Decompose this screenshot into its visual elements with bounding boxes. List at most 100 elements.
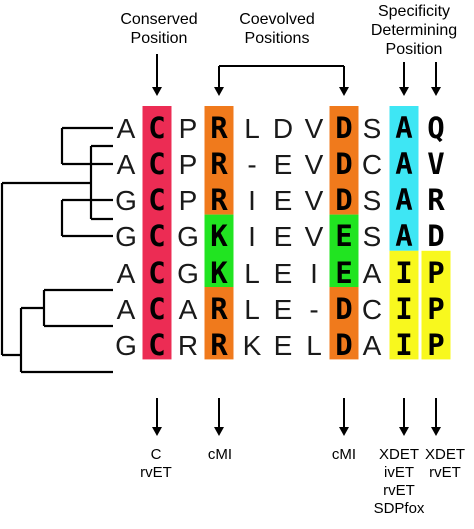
- arrow-bottom-coevolved-right-head: [339, 427, 349, 436]
- residue-r1-c7: V: [305, 113, 324, 144]
- residue-r4-c8: E: [335, 219, 352, 253]
- residue-r7-c3: R: [178, 330, 198, 361]
- residue-r5-c1: A: [117, 258, 136, 289]
- sdp-cyan-block-0: [389, 106, 419, 251]
- footer-conserved-line1: C: [150, 446, 162, 463]
- residue-r7-c1: G: [115, 330, 137, 361]
- coevolved-green-left-block-0: [204, 214, 234, 287]
- residue-r2-c6: E: [274, 149, 293, 180]
- residue-r5-c5: L: [244, 258, 260, 289]
- coevolved-green-right-block-0: [329, 214, 359, 287]
- sdp-yellow-b-block-0: [421, 250, 451, 360]
- residue-r5-c9: A: [363, 258, 382, 289]
- footer-cmi-left: cMI: [195, 446, 245, 464]
- residue-r4-c5: I: [248, 221, 256, 252]
- residue-r4-c10: A: [395, 219, 412, 253]
- footer-sdp-right: XDET rvET: [418, 446, 472, 482]
- residue-r2-c9: C: [362, 149, 382, 180]
- arrow-top-coevolved-left-head: [214, 87, 224, 96]
- residue-r5-c10: I: [395, 256, 412, 290]
- residue-r5-c6: E: [274, 258, 293, 289]
- arrow-bottom-conserved-head: [152, 427, 162, 436]
- residue-r6-c6: E: [274, 294, 293, 325]
- coevolved-orange-right-block-0: [329, 106, 359, 215]
- residue-r6-c2: C: [148, 292, 165, 326]
- residue-r6-c4: R: [210, 292, 228, 326]
- footer-conserved-line2: rvET: [140, 464, 172, 481]
- residue-r1-c5: L: [244, 113, 260, 144]
- coevolved-orange-left-block-0: [204, 106, 234, 215]
- conserved-position-label: Conserved Position: [120, 11, 198, 47]
- residue-r5-c4: K: [210, 256, 228, 290]
- residue-r4-c11: D: [427, 219, 444, 253]
- residue-r3-c6: E: [274, 185, 293, 216]
- residue-r3-c4: R: [210, 183, 228, 217]
- residue-r4-c3: G: [177, 221, 199, 252]
- residue-r1-c11: Q: [427, 111, 444, 145]
- residue-r4-c9: S: [363, 221, 382, 252]
- residue-r5-c11: P: [427, 256, 444, 290]
- sdp-yellow-a-block-0: [389, 250, 419, 360]
- residue-r5-c7: I: [310, 258, 318, 289]
- residue-r7-c6: E: [274, 330, 293, 361]
- arrow-top-sdp-left-head: [399, 87, 409, 96]
- residue-r7-c8: D: [335, 328, 352, 362]
- residue-r6-c8: D: [335, 292, 352, 326]
- coevolved-orange-right-block-1: [329, 287, 359, 360]
- arrow-top-conserved-head: [152, 87, 162, 96]
- residue-r5-c8: E: [335, 256, 352, 290]
- arrow-bottom-coevolved-left-head: [214, 427, 224, 436]
- conserved-column-block-0: [142, 106, 172, 360]
- residue-r4-c1: G: [115, 221, 137, 252]
- footer-conserved: C rvET: [126, 446, 186, 482]
- residue-r1-c4: R: [210, 111, 228, 145]
- residue-r2-c10: A: [395, 147, 412, 181]
- residue-r3-c8: D: [335, 183, 352, 217]
- footer-cmi-right-line1: cMI: [331, 446, 357, 463]
- residue-r4-c4: K: [210, 219, 228, 253]
- residue-r1-c10: A: [395, 111, 412, 145]
- residue-r6-c5: L: [244, 294, 260, 325]
- residue-r6-c9: C: [362, 294, 382, 325]
- residue-r2-c1: A: [117, 149, 136, 180]
- arrow-top-sdp-right-head: [431, 87, 441, 96]
- residue-r1-c2: C: [148, 111, 165, 145]
- residue-r3-c3: P: [179, 185, 198, 216]
- residue-r4-c7: V: [305, 221, 324, 252]
- residue-r1-c1: A: [117, 113, 136, 144]
- residue-r2-c8: D: [335, 147, 352, 181]
- residue-r6-c7: -: [309, 294, 318, 325]
- footer-sdp-left-line1: XDET: [378, 446, 419, 463]
- residue-r2-c2: C: [148, 147, 165, 181]
- footer-sdp-left-line3: rvET: [383, 482, 415, 499]
- arrow-bottom-sdp-left-head: [399, 427, 409, 436]
- specificity-position-label: Specificity Determining Position: [370, 3, 458, 58]
- residue-r2-c7: V: [305, 149, 324, 180]
- residue-r2-c4: R: [210, 147, 228, 181]
- residue-r7-c9: A: [363, 330, 382, 361]
- footer-sdp-right-line2: rvET: [429, 464, 461, 481]
- residue-r6-c11: P: [427, 292, 444, 326]
- residue-r5-c2: C: [148, 256, 165, 290]
- residue-r5-c3: G: [177, 258, 199, 289]
- footer-sdp-right-line1: XDET: [424, 446, 465, 463]
- residue-r1-c8: D: [335, 111, 352, 145]
- coevolved-positions-label: Coevolved Positions: [239, 11, 315, 47]
- arrow-top-coevolved-right-head: [339, 87, 349, 96]
- arrow-bottom-sdp-right-head: [431, 427, 441, 436]
- residue-r2-c5: -: [247, 149, 256, 180]
- residue-r4-c6: E: [274, 221, 293, 252]
- residue-r6-c10: I: [395, 292, 412, 326]
- residue-r7-c2: C: [148, 328, 165, 362]
- residue-r3-c7: V: [305, 185, 324, 216]
- residue-r6-c1: A: [117, 294, 136, 325]
- residue-r3-c9: S: [363, 185, 382, 216]
- residue-r2-c11: V: [427, 147, 444, 181]
- residue-r7-c7: L: [306, 330, 322, 361]
- residue-r7-c10: I: [395, 328, 412, 362]
- residue-r7-c5: K: [243, 330, 262, 361]
- footer-cmi-right: cMI: [319, 446, 369, 464]
- residue-r1-c3: P: [179, 113, 198, 144]
